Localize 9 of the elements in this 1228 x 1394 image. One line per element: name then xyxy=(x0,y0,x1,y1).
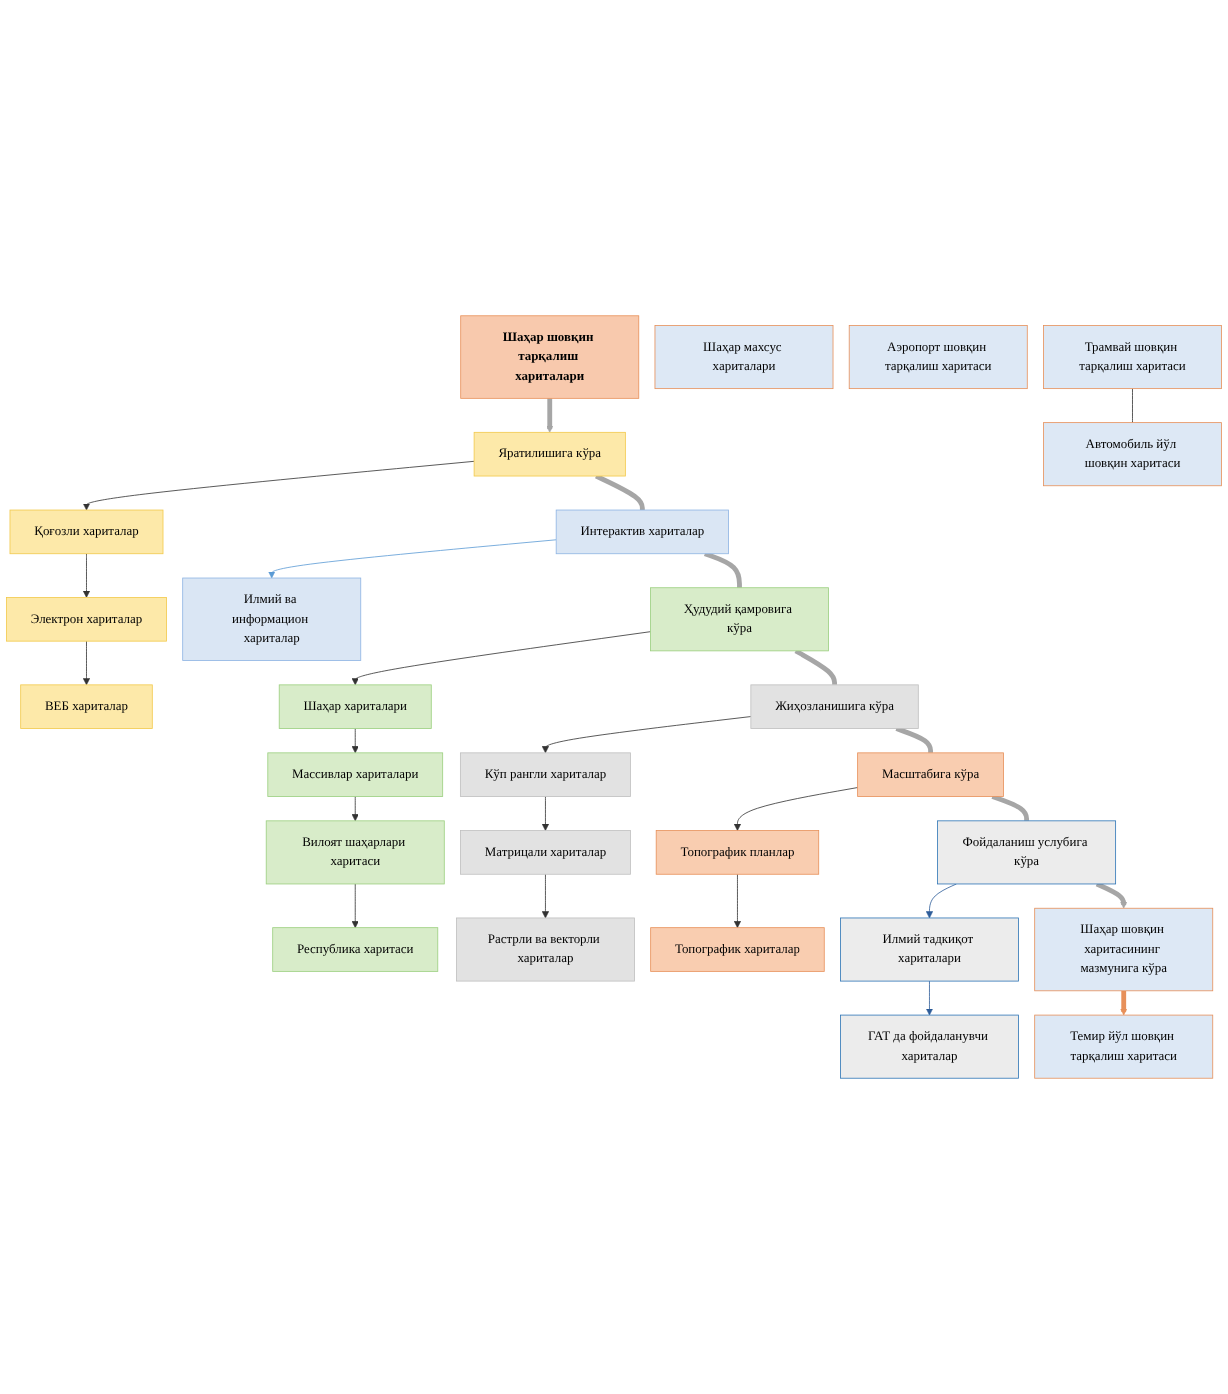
connector xyxy=(991,794,1029,822)
arrow xyxy=(1120,990,1128,1016)
arrow xyxy=(1095,881,1128,909)
connector xyxy=(895,726,933,754)
arrow xyxy=(546,397,554,433)
connector xyxy=(794,648,837,686)
connector xyxy=(1132,388,1133,424)
connector xyxy=(595,473,645,511)
connector xyxy=(704,551,742,588)
